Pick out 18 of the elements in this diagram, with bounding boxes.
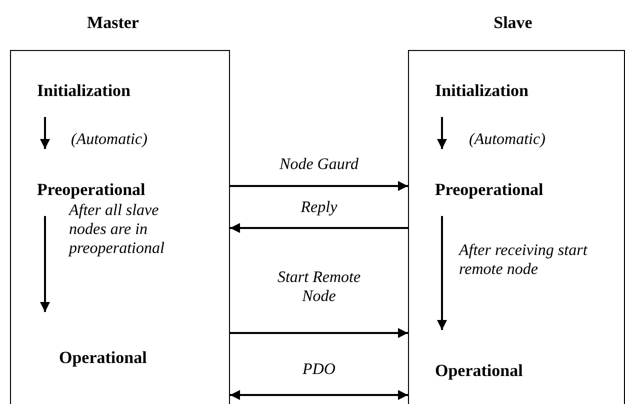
arrow: [230, 328, 408, 338]
state-label: Operational: [59, 349, 147, 366]
arrow: [230, 390, 408, 400]
arrow: [230, 181, 408, 191]
arrow: [437, 117, 447, 149]
arrow: [437, 216, 447, 330]
state-label: Initialization: [37, 82, 131, 99]
arrow: [40, 216, 50, 312]
state-label: Initialization: [435, 82, 529, 99]
state-panel: [10, 50, 230, 404]
state-panel: [408, 50, 625, 404]
state-label: Preoperational: [435, 181, 544, 198]
state-label: Preoperational: [37, 181, 146, 198]
state-label: Operational: [435, 362, 523, 379]
arrow: [40, 117, 50, 149]
panel-heading: Master: [87, 14, 139, 31]
arrow: [230, 223, 408, 233]
panel-heading: Slave: [494, 14, 532, 31]
